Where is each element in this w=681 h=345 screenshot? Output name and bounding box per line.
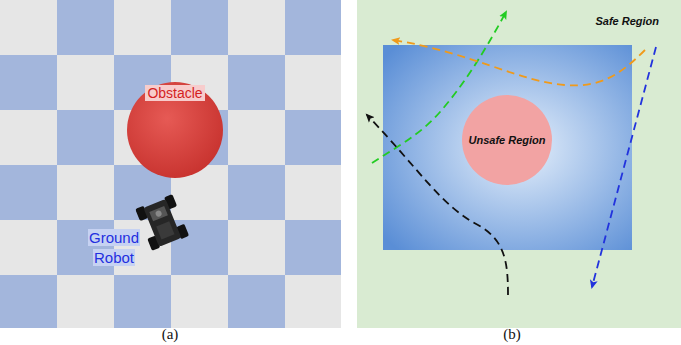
checkerboard-floor xyxy=(0,0,341,328)
unsafe-circle: Unsafe Region xyxy=(462,95,552,185)
trajectory-orange xyxy=(393,40,645,85)
panel-caption: (a) xyxy=(162,326,179,342)
trajectory-blue xyxy=(592,47,656,287)
unsafe-circle-text: Unsafe Region xyxy=(468,134,545,146)
robot-figure xyxy=(135,194,189,251)
state-space-square xyxy=(383,45,632,250)
obstacle-circle: Obstacle xyxy=(127,82,223,178)
panel-caption: (b) xyxy=(503,326,521,342)
robot-label: Ground Robot xyxy=(88,229,140,266)
unsafe-circle-fill xyxy=(462,95,552,185)
obstacle-circle-text: Obstacle xyxy=(145,85,204,101)
safe-region-text: Safe Region xyxy=(595,15,659,27)
obstacle-circle-fill xyxy=(127,82,223,178)
trajectory-green xyxy=(372,12,506,163)
trajectory-black xyxy=(367,115,508,295)
